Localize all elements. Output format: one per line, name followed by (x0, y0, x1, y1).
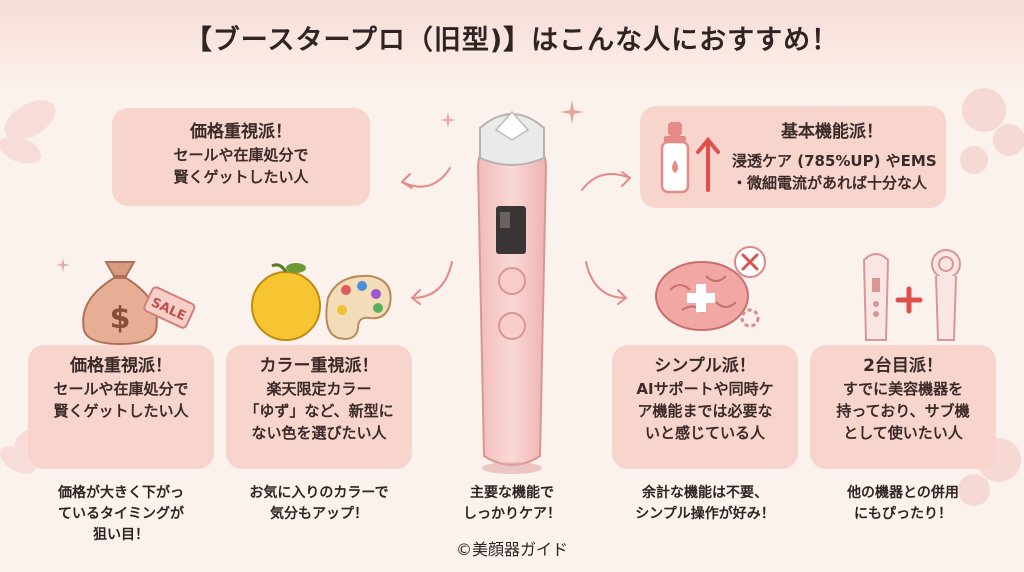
two-devices-icon (862, 249, 961, 341)
card-color-heading: カラー重視派！ (259, 356, 379, 376)
caption-line: 気分もアップ！ (270, 506, 368, 522)
caption-line: 他の機器との併用 (847, 485, 959, 501)
card-second-device: 2台目派！ すでに美容機器を 持っており、サブ機 として使いたい人 (810, 345, 996, 469)
card-second-device-line: 持っており、サブ機 (836, 402, 970, 420)
beauty-device-illustration-icon (476, 110, 548, 474)
card-color: カラー重視派！ 楽天限定カラー 「ゆず」など、新型に ない色を選びたい人 (226, 345, 412, 469)
card-second-device-line: として使いたい人 (843, 424, 963, 442)
caption-line: 主要な機能で (470, 485, 554, 501)
top-left-card: 価格重視派！ セールや在庫処分で 賢くゲットしたい人 (112, 108, 370, 206)
top-right-card-line2: ・微細電流があれば十分な人 (732, 174, 928, 192)
sparkle-icon (440, 112, 456, 128)
top-left-card-line1: セールや在庫処分で (173, 146, 309, 164)
card-simple-heading: シンプル派！ (654, 356, 756, 376)
card-price: 価格重視派！ セールや在庫処分で 賢くゲットしたい人 (28, 345, 214, 469)
card-simple-line: ア機能までは必要な (637, 402, 773, 420)
card-price-heading: 価格重視派！ (70, 356, 172, 376)
page-title: 【ブースタープロ（旧型)】はこんな人におすすめ！ (184, 25, 840, 56)
caption-simple: 余計な機能は不要、 シンプル操作が好み！ (604, 483, 806, 525)
curved-arrow-icon (411, 261, 453, 305)
caption-center: 主要な機能で しっかりケア！ (432, 483, 592, 525)
card-second-device-heading: 2台目派！ (863, 356, 943, 376)
sparkle-icon (560, 100, 584, 124)
card-second-device-line: すでに美容機器を (842, 380, 964, 398)
caption-line: ているタイミングが (58, 506, 184, 522)
serum-bottle-icon (660, 122, 720, 194)
brain-icon (655, 246, 766, 331)
top-right-card-line1: 浸透ケア (785%UP) やEMS (732, 152, 937, 170)
caption-line: 狙い目！ (93, 527, 149, 543)
caption-price: 価格が大きく下がっ ているタイミングが 狙い目！ (28, 483, 214, 546)
caption-line: 余計な機能は不要、 (642, 485, 768, 501)
card-color-line: 楽天限定カラー (266, 380, 372, 398)
copyright-text: ©美顔器ガイド (455, 540, 568, 559)
caption-line: しっかりケア！ (463, 506, 561, 522)
top-right-card: 基本機能派！ 浸透ケア (785%UP) やEMS ・微細電流があれば十分な人 (640, 106, 946, 208)
card-color-line: ない色を選びたい人 (251, 424, 387, 442)
caption-line: にもぴったり！ (854, 506, 952, 522)
title-band (0, 0, 1024, 86)
money-bag-icon: $ SALE (82, 261, 196, 346)
curved-arrow-icon (401, 167, 451, 189)
curved-arrow-icon (581, 171, 631, 191)
top-right-card-heading: 基本機能派！ (781, 122, 883, 142)
card-simple-line: AIサポートや同時ケ (636, 380, 774, 398)
card-simple: シンプル派！ AIサポートや同時ケ ア機能までは必要な いと感じている人 (612, 345, 798, 469)
top-left-card-line2: 賢くゲットしたい人 (173, 168, 309, 186)
curved-arrow-icon (585, 261, 627, 305)
caption-line: 価格が大きく下がっ (58, 485, 184, 501)
sparkle-icon (56, 258, 70, 272)
caption-line: シンプル操作が好み！ (635, 506, 775, 522)
top-left-card-heading: 価格重視派！ (190, 122, 292, 142)
caption-line: お気に入りのカラーで (249, 485, 389, 501)
floral-decoration-right-icon (958, 88, 1024, 506)
card-simple-line: いと感じている人 (644, 424, 765, 442)
caption-color: お気に入りのカラーで 気分もアップ！ (220, 483, 418, 525)
card-price-line: 賢くゲットしたい人 (53, 402, 189, 420)
card-price-line: セールや在庫処分で (53, 380, 189, 398)
card-color-line: 「ゆず」など、新型に (244, 402, 394, 420)
yuzu-and-palette-icon (251, 263, 392, 341)
money-symbol: $ (110, 301, 131, 336)
caption-second-device: 他の機器との併用 にもぴったり！ (810, 483, 996, 525)
